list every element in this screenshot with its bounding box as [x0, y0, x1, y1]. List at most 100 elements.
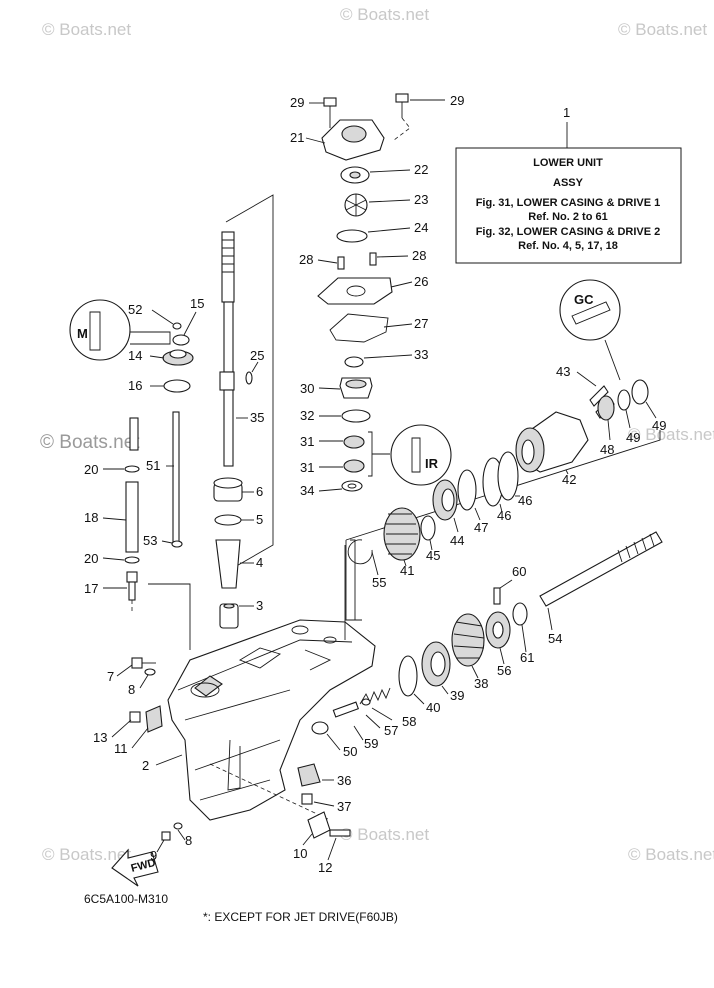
callout-49-b: 49 [652, 418, 666, 433]
watermark-bottom-left: © Boats.net [42, 845, 131, 864]
box-title-line2: ASSY [553, 177, 584, 189]
bolt-12 [329, 829, 351, 837]
callout-58: 58 [402, 714, 416, 729]
dog-clutch-56 [485, 611, 511, 649]
shim-45 [420, 515, 436, 541]
box-line5: Fig. 32, LOWER CASING & DRIVE 2 [476, 226, 661, 238]
callout-57: 57 [384, 723, 398, 738]
watermark-top-right: © Boats.net [618, 20, 707, 39]
callout-24: 24 [414, 220, 428, 235]
trim-tab-10 [307, 811, 331, 839]
o-ring-32 [341, 409, 371, 423]
box-line3: Fig. 31, LOWER CASING & DRIVE 1 [476, 197, 661, 209]
callout-30: 30 [300, 381, 314, 396]
clip-20-top [124, 465, 140, 473]
dowel-pin-28-right [369, 252, 377, 266]
shift-rod-group: M [69, 299, 197, 650]
sealant-symbol [559, 279, 621, 341]
callout-10: 10 [293, 846, 307, 861]
callout-45: 45 [426, 548, 440, 563]
impeller-23 [344, 193, 368, 217]
callout-34: 34 [300, 483, 314, 498]
drawing-code: 6C5A100-M310 [84, 892, 168, 906]
shift-rod-pin [129, 417, 139, 451]
callout-52: 52 [128, 302, 142, 317]
callout-48: 48 [600, 442, 614, 457]
lower-gear-group [297, 687, 393, 861]
callout-44: 44 [450, 533, 464, 548]
callout-29-left: 29 [290, 95, 304, 110]
bushing-3 [219, 603, 239, 629]
oil-seal-31-bottom [343, 459, 365, 473]
callout-28-right: 28 [412, 248, 426, 263]
shim-5 [214, 514, 242, 526]
callout-4: 4 [256, 555, 263, 570]
driveshaft-bracket [225, 194, 274, 573]
anode-11 [145, 705, 163, 733]
callout-28-left: 28 [299, 252, 313, 267]
callout-61: 61 [520, 650, 534, 665]
watermark-mid-right: © Boats.net [628, 425, 714, 444]
bearing-44 [432, 479, 458, 521]
propeller-shaft-54 [539, 531, 663, 607]
bearing-6 [213, 477, 243, 502]
gasket-27 [329, 313, 389, 343]
nut-37 [301, 793, 313, 805]
callout-60: 60 [512, 564, 526, 579]
callout-32: 32 [300, 408, 314, 423]
o-ring-46-b [497, 451, 519, 501]
shift-rod-joint-17 [126, 571, 138, 601]
svg-text:IR: IR [425, 456, 439, 471]
callout-38: 38 [474, 676, 488, 691]
plunger-50 [311, 721, 329, 735]
callout-25: 25 [250, 348, 264, 363]
callout-7: 7 [107, 669, 114, 684]
callout-22: 22 [414, 162, 428, 177]
lower-casing-2 [167, 619, 376, 821]
oil-seal-49-a [617, 389, 631, 411]
callout-27: 27 [414, 316, 428, 331]
bolt-29-right [395, 93, 409, 118]
callout-5: 5 [256, 512, 263, 527]
callout-40: 40 [426, 700, 440, 715]
callout-54: 54 [548, 631, 562, 646]
callout-21: 21 [290, 130, 304, 145]
callout-49-a: 49 [626, 430, 640, 445]
bolt-29-left [323, 97, 337, 128]
shift-rod-51 [172, 411, 180, 543]
box-line6: Ref. No. 4, 5, 17, 18 [518, 240, 618, 252]
callout-55: 55 [372, 575, 386, 590]
clip-20-bottom [124, 556, 140, 564]
callout-1: 1 [563, 105, 570, 120]
watermark-bottom-center: © Boats.net [340, 825, 429, 844]
outer-plate-26 [317, 277, 393, 305]
callout-42: 42 [562, 472, 576, 487]
shift-rod-18 [125, 481, 139, 553]
callout-18: 18 [84, 510, 98, 525]
callout-11: 11 [114, 741, 128, 756]
washer-8-bottom [173, 822, 183, 830]
callout-41: 41 [400, 563, 414, 578]
callout-50: 50 [343, 744, 357, 759]
svg-text:GC: GC [574, 292, 594, 307]
driveshaft-group [213, 231, 259, 629]
callout-8-bottom: 8 [185, 833, 192, 848]
spring-57 [359, 687, 391, 705]
callout-35: 35 [250, 410, 264, 425]
svg-text:M: M [77, 326, 88, 341]
callout-2: 2 [142, 758, 149, 773]
callout-36: 36 [337, 773, 351, 788]
pin-60 [493, 587, 501, 605]
callout-20-top: 20 [84, 462, 98, 477]
lower-unit-assy-box: 1 LOWER UNIT ASSY Fig. 31, LOWER CASING … [455, 105, 682, 264]
callout-15: 15 [190, 296, 204, 311]
callout-56: 56 [497, 663, 511, 678]
seal-33 [344, 356, 364, 368]
callout-31-bottom: 31 [300, 460, 314, 475]
callout-26: 26 [414, 274, 428, 289]
shim-40 [398, 655, 418, 697]
seal-lubricant-symbol [390, 424, 452, 486]
shim-47 [457, 469, 477, 511]
callout-31-top: 31 [300, 434, 314, 449]
